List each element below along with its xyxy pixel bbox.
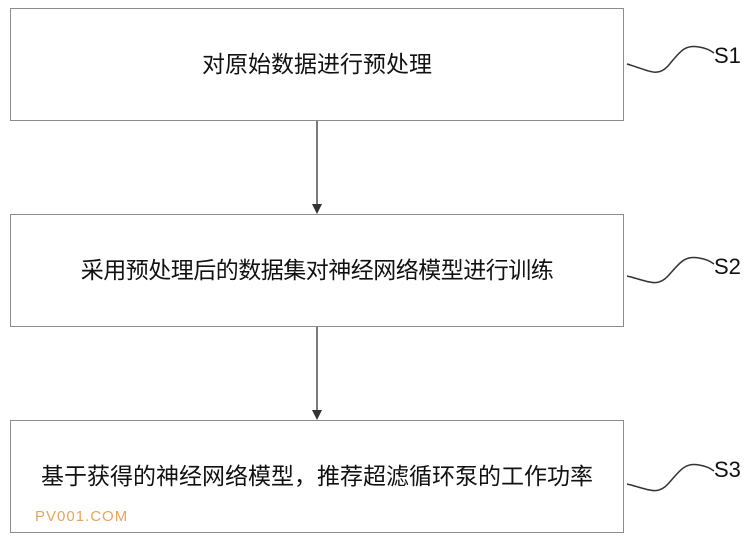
leader-line-s2 [626, 256, 715, 284]
step-box-s3: 基于获得的神经网络模型，推荐超滤循环泵的工作功率 [10, 420, 624, 533]
leader-line-s1 [626, 45, 715, 73]
step-label-s1: S1 [714, 43, 741, 68]
watermark-text: PV001.COM [35, 508, 129, 525]
step-text-s2: 采用预处理后的数据集对神经网络模型进行训练 [80, 257, 554, 284]
step-box-s2: 采用预处理后的数据集对神经网络模型进行训练 [10, 214, 624, 327]
step-box-s1: 对原始数据进行预处理 [10, 8, 624, 121]
step-text-s3: 基于获得的神经网络模型，推荐超滤循环泵的工作功率 [41, 463, 593, 490]
step-text-s1: 对原始数据进行预处理 [202, 51, 432, 78]
step-label-s2: S2 [714, 254, 741, 279]
leader-line-s3 [626, 463, 715, 492]
step-label-s3: S3 [714, 457, 741, 482]
